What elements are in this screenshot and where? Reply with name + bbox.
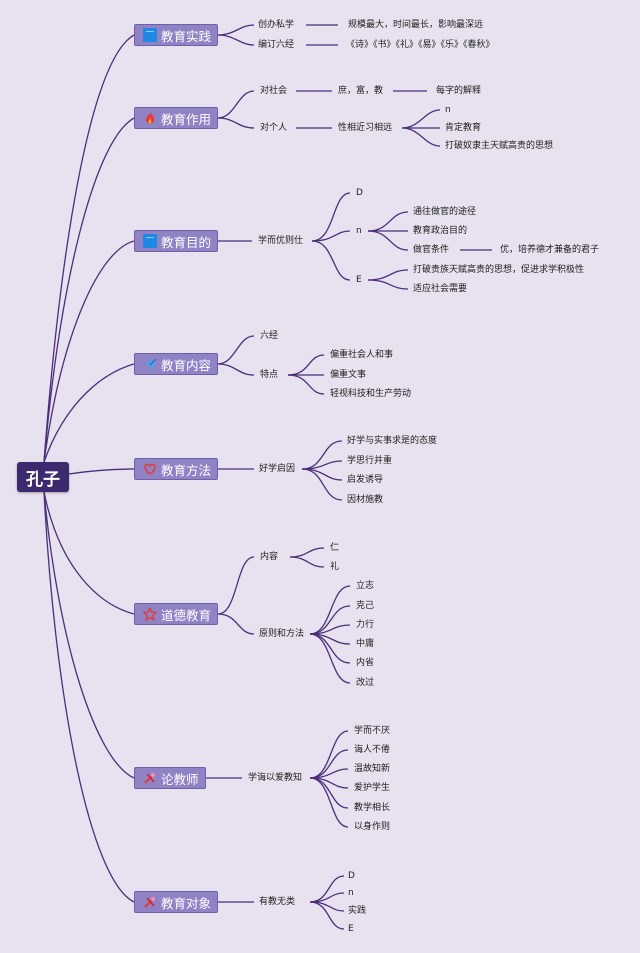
branch-label: 教育目的 <box>161 234 212 250</box>
node-method-1: 好学与实事求是的态度 <box>347 436 438 446</box>
fire-icon <box>143 111 157 125</box>
node-purpose-n3-note: 优，培养德才兼备的君子 <box>500 245 600 255</box>
node-society-note: 庶，富，教 <box>338 86 384 96</box>
node-purpose-e1: 打破贵族天赋高贵的思想，促进求学积极性 <box>413 265 585 275</box>
branch-label: 道德教育 <box>161 607 212 623</box>
tools-icon <box>143 895 157 909</box>
root-node[interactable]: 孔子 <box>17 462 69 492</box>
node-purpose-n2: 教育政治目的 <box>413 226 468 236</box>
book-icon <box>143 234 157 248</box>
node-private-school-note: 规模最大，时间最长，影响最深远 <box>348 20 484 30</box>
branch-practice[interactable]: 教育实践 <box>134 24 218 46</box>
node-purpose-e2: 适应社会需要 <box>413 284 468 294</box>
node-moral-c2: 礼 <box>330 562 340 572</box>
star-icon <box>143 607 157 621</box>
node-teacher-4: 爱护学生 <box>354 783 391 793</box>
node-individual: 对个人 <box>260 123 288 133</box>
node-moral-p3: 力行 <box>356 620 375 630</box>
node-teacher-3: 温故知新 <box>354 764 391 774</box>
node-society-note2: 每字的解释 <box>436 86 482 96</box>
node-private-school: 创办私学 <box>258 20 295 30</box>
node-method-main: 好学启因 <box>259 464 296 474</box>
node-features: 特点 <box>260 370 279 380</box>
node-teacher-main: 学诲以爱教知 <box>248 773 303 783</box>
node-ind-c: 打破奴隶主天赋高贵的思想 <box>445 141 554 151</box>
node-purpose-n: n <box>356 226 362 236</box>
branch-purpose[interactable]: 教育目的 <box>134 230 218 252</box>
root-label: 孔子 <box>26 469 60 490</box>
branch-moral[interactable]: 道德教育 <box>134 603 218 625</box>
paper-plane-icon <box>143 357 157 371</box>
node-moral-p2: 克己 <box>356 601 375 611</box>
node-target-c: 实践 <box>348 906 367 916</box>
branch-content[interactable]: 教育内容 <box>134 353 218 375</box>
branch-label: 教育实践 <box>161 28 212 44</box>
branch-label: 论教师 <box>161 771 199 787</box>
node-ind-a: n <box>445 105 451 115</box>
node-feature-1: 偏重社会人和事 <box>330 350 394 360</box>
node-six: 六经 <box>260 331 279 341</box>
node-moral-p4: 中庸 <box>356 639 375 649</box>
node-target-b: n <box>348 888 354 898</box>
node-individual-note: 性相近习相远 <box>338 123 393 133</box>
node-purpose-n1: 通往做官的途径 <box>413 207 477 217</box>
node-purpose-e: E <box>356 275 362 285</box>
branch-label: 教育内容 <box>161 357 212 373</box>
branch-teacher[interactable]: 论教师 <box>134 767 206 789</box>
node-teacher-2: 诲人不倦 <box>354 745 391 755</box>
branch-label: 教育方法 <box>161 462 212 478</box>
node-teacher-6: 以身作则 <box>354 822 391 832</box>
tools-icon <box>143 771 157 785</box>
node-feature-3: 轻视科技和生产劳动 <box>330 389 412 399</box>
node-purpose-n3: 做官条件 <box>413 245 450 255</box>
node-feature-2: 偏重文事 <box>330 370 367 380</box>
node-six-classics: 编订六经 <box>258 40 295 50</box>
node-purpose-d: D <box>356 188 363 198</box>
branch-method[interactable]: 教育方法 <box>134 458 218 480</box>
node-method-2: 学思行并重 <box>347 456 393 466</box>
book-icon <box>143 28 157 42</box>
node-method-4: 因材施教 <box>347 495 384 505</box>
node-moral-p5: 内省 <box>356 658 375 668</box>
branch-label: 教育对象 <box>161 895 212 911</box>
node-moral-p1: 立志 <box>356 581 375 591</box>
branch-target[interactable]: 教育对象 <box>134 891 218 913</box>
branch-function[interactable]: 教育作用 <box>134 107 218 129</box>
node-method-3: 启发诱导 <box>347 475 384 485</box>
node-moral-p6: 改过 <box>356 678 375 688</box>
heart-icon <box>143 462 157 476</box>
node-teacher-1: 学而不厌 <box>354 726 391 736</box>
node-six-classics-note: 《诗》《书》《礼》《易》《乐》《春秋》 <box>346 40 495 50</box>
node-teacher-5: 教学相长 <box>354 803 391 813</box>
node-target-main: 有教无类 <box>259 897 296 907</box>
node-moral-c1: 仁 <box>330 543 340 553</box>
node-target-a: D <box>348 871 355 881</box>
node-purpose-main: 学而优则仕 <box>258 236 304 246</box>
node-society: 对社会 <box>260 86 288 96</box>
node-moral-content: 内容 <box>260 552 279 562</box>
node-ind-b: 肯定教育 <box>445 123 482 133</box>
node-target-d: E <box>348 924 354 934</box>
node-moral-principles: 原则和方法 <box>259 629 305 639</box>
branch-label: 教育作用 <box>161 111 212 127</box>
